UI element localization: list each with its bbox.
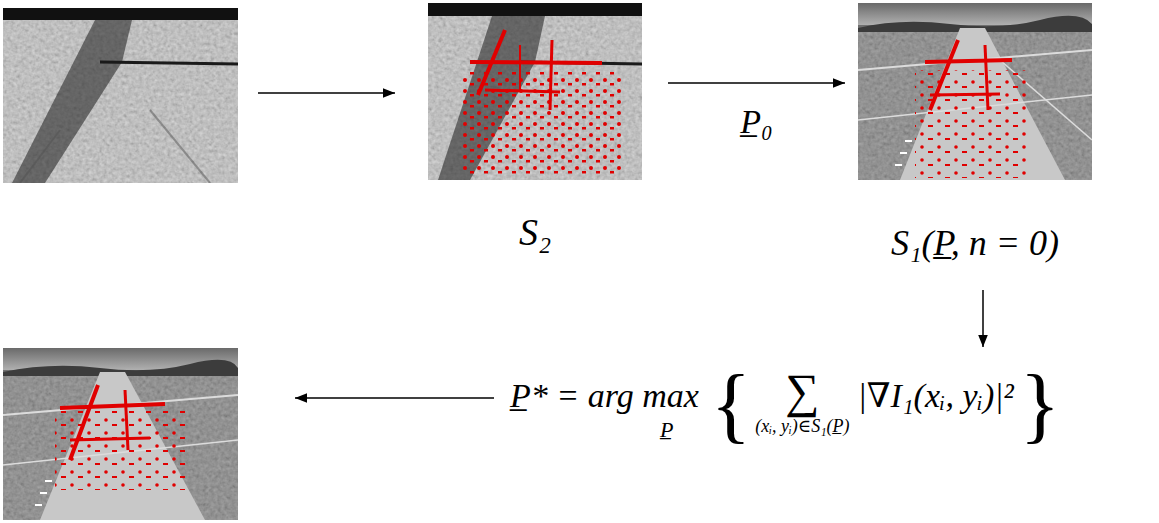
sensor-image-features <box>428 3 642 180</box>
image-label-node: S₂ <box>428 3 642 255</box>
formula-sum: ∑ <box>785 367 819 415</box>
formula-brace: } <box>1020 363 1060 447</box>
image-label: S₂ <box>519 213 551 251</box>
formula-sum-index: (xᵢ, yᵢ)∈S₁(P̲) <box>755 417 849 435</box>
formula-brace: { <box>711 363 751 447</box>
sensor-image <box>3 8 238 183</box>
image-label: S₁(P̲, n = 0) <box>891 225 1059 261</box>
flow-arrow <box>668 82 845 84</box>
formula-argmax-index: P̲ <box>660 419 673 441</box>
reference-image-features <box>858 3 1092 180</box>
formula-term: |∇I₁(xᵢ, yᵢ)|² <box>857 379 1013 413</box>
edge-label: P̲₀ <box>738 105 775 139</box>
formula-node: P̲* = arg maxP̲ { ∑ (xᵢ, yᵢ)∈S₁(P̲) |∇I₁(xᵢ,… <box>500 355 1066 475</box>
image-label-node: S₁(P̲, n = 0) <box>858 3 1092 265</box>
flow-arrow <box>982 290 984 347</box>
flow-arrow <box>295 397 494 399</box>
flow-arrow <box>258 92 395 94</box>
registered-image <box>3 348 238 520</box>
formula-lhs: P̲* = arg max <box>510 379 699 413</box>
